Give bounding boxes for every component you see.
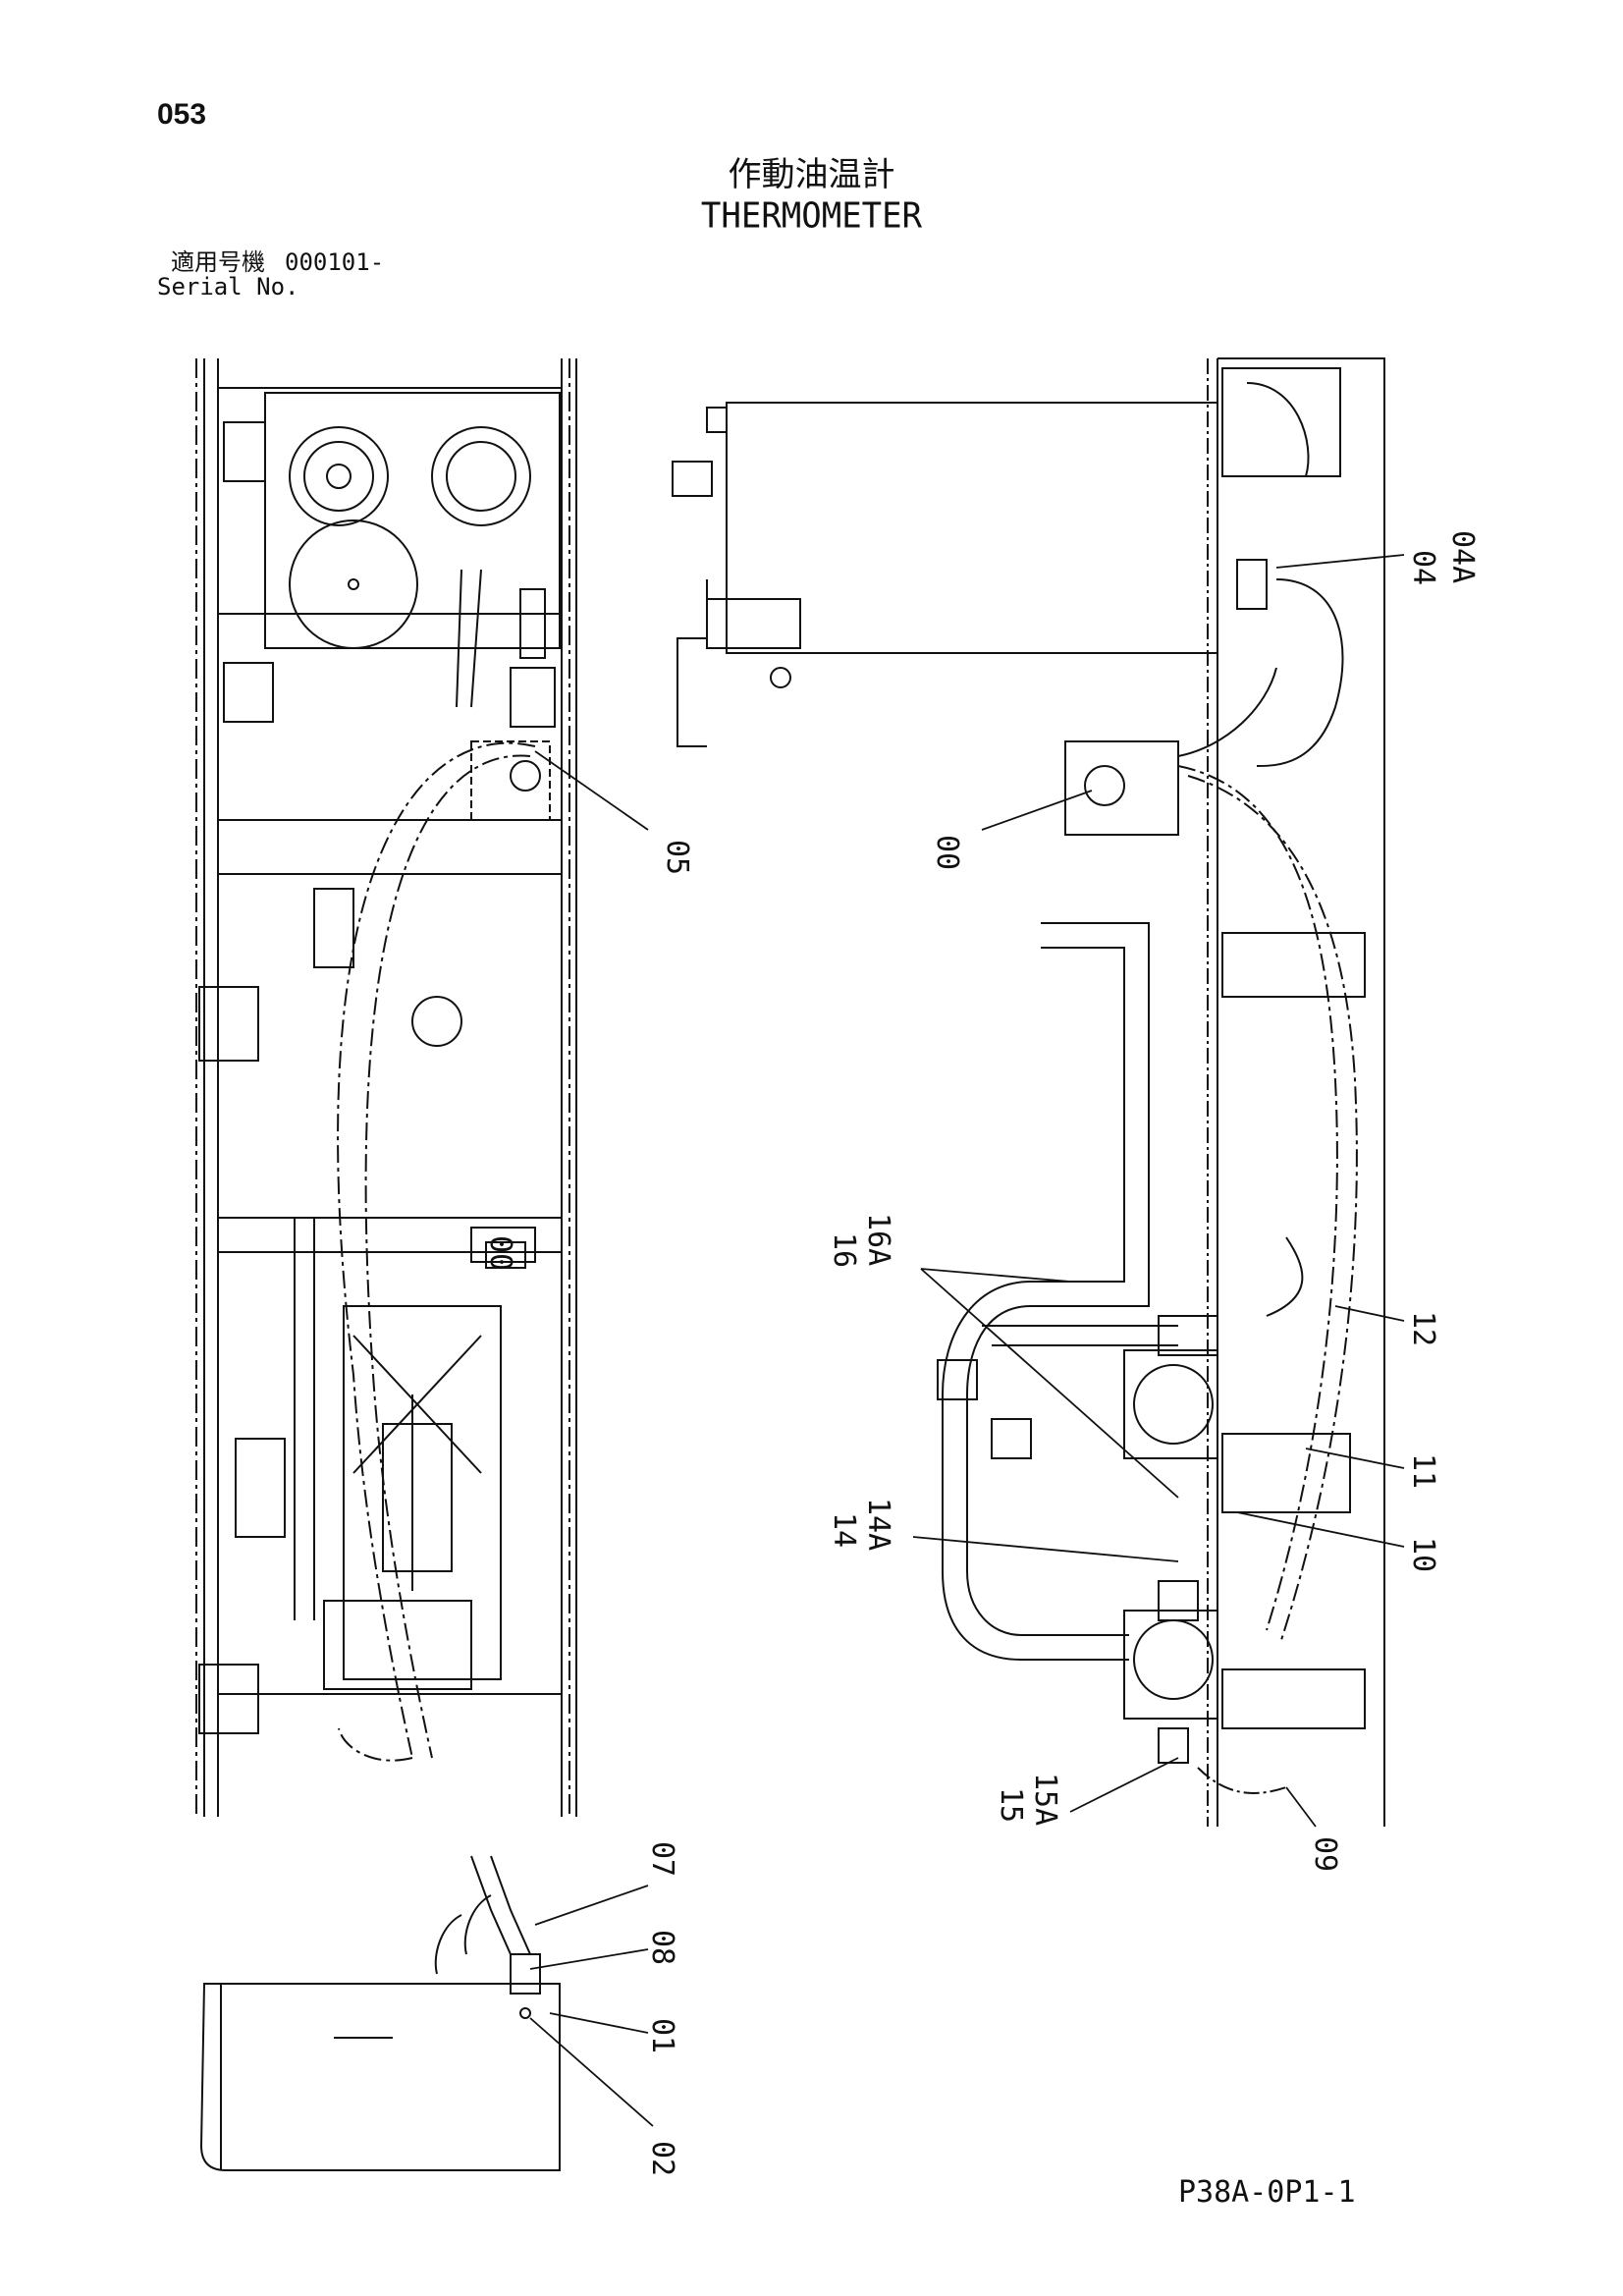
callout-08: 08 (645, 1930, 679, 1965)
callout-12: 12 (1406, 1311, 1440, 1346)
callout-14a: 14A (861, 1498, 895, 1551)
left-frame-assembly (195, 358, 577, 1817)
callout-14: 14 (827, 1512, 861, 1548)
page-number: 053 (157, 98, 207, 131)
callout-16a: 16A (861, 1213, 895, 1266)
right-frame-assembly (672, 357, 1385, 1827)
title-japanese: 作動油温計 (728, 155, 895, 194)
callout-04: 04 (1406, 550, 1440, 585)
serial-value: 000101- (285, 248, 385, 276)
title-english: THERMOMETER (700, 195, 923, 237)
drawing-code: P38A-0P1-1 (1178, 2175, 1356, 2210)
bottom-left-tank (199, 1855, 561, 2171)
callout-15a: 15A (1028, 1773, 1062, 1826)
serial-label-en: Serial No. (157, 273, 299, 301)
leader-lines (529, 554, 1405, 2127)
callout-09: 09 (1308, 1836, 1342, 1872)
callout-16: 16 (827, 1232, 861, 1268)
serial-info: 適用号機 000101- Serial No. (157, 250, 404, 300)
serial-label-jp: 適用号機 (171, 248, 265, 276)
callout-02: 02 (645, 2141, 679, 2176)
callout-11: 11 (1406, 1453, 1440, 1489)
callout-07: 07 (645, 1841, 679, 1877)
callout-15: 15 (994, 1787, 1028, 1823)
callout-00: 00 (930, 835, 964, 870)
callout-10: 10 (1406, 1537, 1440, 1572)
callout-05: 05 (660, 840, 694, 875)
callout-04a: 04A (1445, 530, 1480, 583)
callout-00-left: 00 (483, 1235, 517, 1271)
callout-01: 01 (645, 2018, 679, 2053)
